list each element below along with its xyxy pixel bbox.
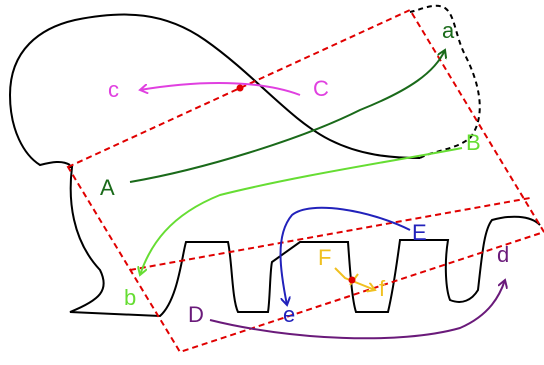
top-shape-outline <box>8 13 421 167</box>
label-b: b <box>124 285 136 310</box>
arrow-D-to-d <box>209 280 505 340</box>
label-E: E <box>412 220 427 245</box>
label-a: a <box>442 18 455 43</box>
frame-midline <box>129 197 531 271</box>
top-shape-dashed-outline <box>409 4 481 159</box>
label-F: F <box>318 245 331 270</box>
red-dot-yellow <box>348 276 356 284</box>
label-B: B <box>466 130 481 155</box>
red-dot-magenta <box>236 84 244 92</box>
label-C: C <box>313 76 329 101</box>
bottom-shape-outline <box>68 166 541 318</box>
arrow-B-to-b <box>140 147 463 275</box>
label-c: c <box>108 77 119 102</box>
label-d: d <box>497 242 509 267</box>
label-e: e <box>283 302 295 327</box>
arrow-E-to-e <box>279 206 411 305</box>
label-D: D <box>188 302 204 327</box>
arrow-F-to-f <box>334 267 375 290</box>
arrow-A-to-a <box>129 50 445 183</box>
label-A: A <box>100 175 115 200</box>
arrow-C-to-c <box>140 82 301 96</box>
label-f: f <box>379 276 386 301</box>
frame-rectangle <box>66 8 544 354</box>
